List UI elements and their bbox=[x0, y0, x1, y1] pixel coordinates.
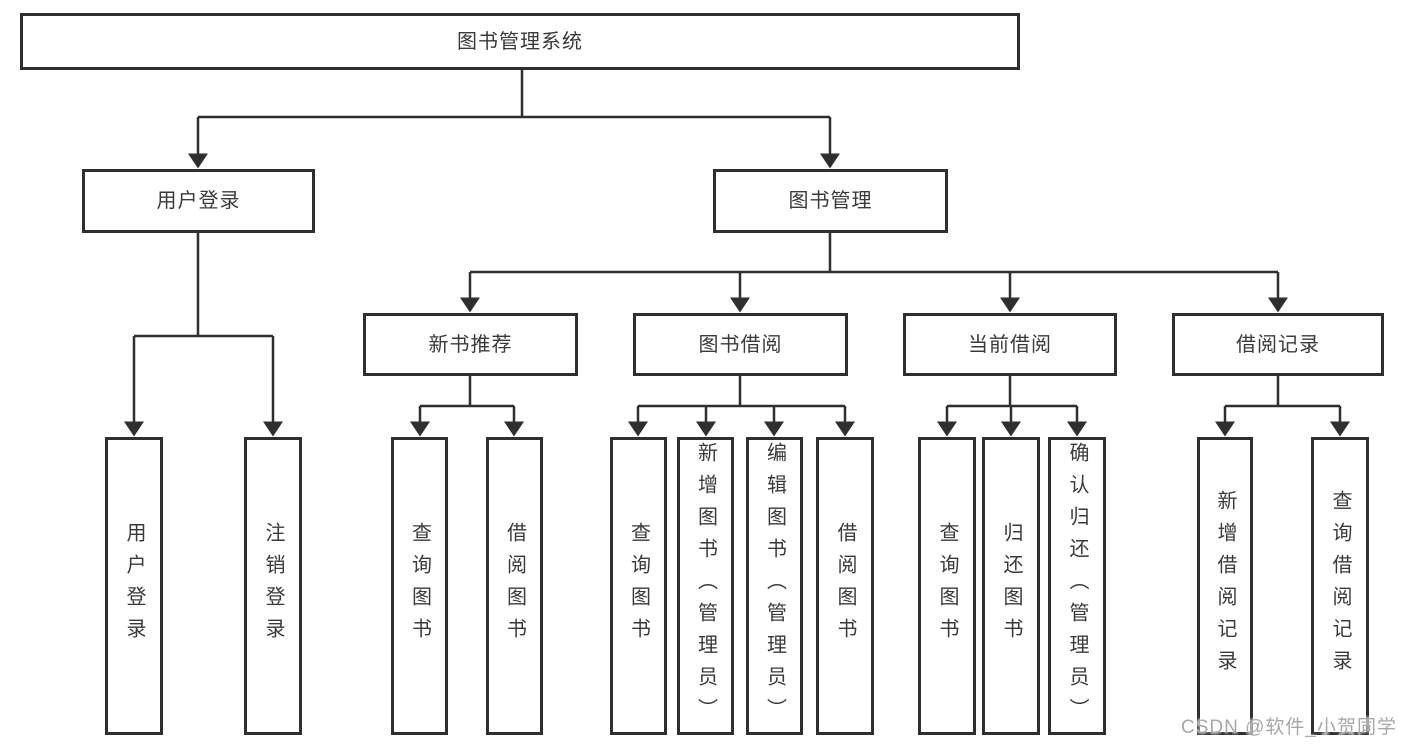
leaf-edit-books: 编辑图书（管理员） bbox=[746, 437, 803, 735]
leaf-query-books-1: 查询图书 bbox=[391, 437, 448, 735]
leaf-query-books-3: 查询图书 bbox=[918, 437, 976, 735]
leaf-return-books: 归还图书 bbox=[982, 437, 1040, 735]
node-new-book-recommend-label: 新书推荐 bbox=[428, 333, 513, 356]
node-borrow-records: 借阅记录 bbox=[1172, 313, 1384, 376]
leaf-borrow-books-2-label: 借阅图书 bbox=[834, 522, 856, 650]
node-book-borrow: 图书借阅 bbox=[633, 313, 848, 376]
leaf-confirm-return: 确认归还（管理员） bbox=[1048, 437, 1106, 735]
connector-book-borrow-trunk bbox=[638, 376, 845, 408]
leaf-add-books-label: 新增图书（管理员） bbox=[694, 442, 717, 730]
leaf-confirm-return-label: 确认归还（管理员） bbox=[1066, 442, 1088, 730]
node-root-label: 图书管理系统 bbox=[457, 30, 583, 53]
connector-user-login-trunk bbox=[134, 233, 273, 338]
connector-new-book-recommend-trunk bbox=[420, 376, 514, 408]
leaf-query-books-1-label: 查询图书 bbox=[408, 522, 431, 650]
node-current-borrow-label: 当前借阅 bbox=[968, 333, 1052, 356]
leaf-borrow-books-1-label: 借阅图书 bbox=[503, 522, 526, 650]
connector-root-trunk bbox=[198, 70, 830, 119]
connector-book-management-trunk bbox=[470, 233, 1278, 274]
node-root: 图书管理系统 bbox=[20, 13, 1020, 70]
node-book-management: 图书管理 bbox=[713, 169, 948, 233]
leaf-add-borrow-record: 新增借阅记录 bbox=[1197, 437, 1253, 735]
node-new-book-recommend: 新书推荐 bbox=[363, 313, 578, 376]
leaf-edit-books-label: 编辑图书（管理员） bbox=[763, 442, 786, 730]
node-book-management-label: 图书管理 bbox=[788, 190, 873, 212]
leaf-user-login-label: 用户登录 bbox=[123, 522, 145, 650]
leaf-query-borrow-record-label: 查询借阅记录 bbox=[1329, 490, 1351, 682]
leaf-query-borrow-record: 查询借阅记录 bbox=[1311, 437, 1369, 735]
leaf-query-books-2: 查询图书 bbox=[610, 437, 667, 735]
node-user-login: 用户登录 bbox=[82, 169, 315, 233]
leaf-borrow-books-2: 借阅图书 bbox=[816, 437, 874, 735]
leaf-logout-label: 注销登录 bbox=[262, 522, 284, 650]
connector-current-borrow-trunk bbox=[947, 376, 1077, 408]
connector-borrow-records-trunk bbox=[1225, 376, 1340, 408]
node-current-borrow: 当前借阅 bbox=[903, 313, 1117, 376]
node-user-login-label: 用户登录 bbox=[156, 190, 241, 212]
node-borrow-records-label: 借阅记录 bbox=[1236, 333, 1320, 356]
node-book-borrow-label: 图书借阅 bbox=[698, 333, 783, 356]
leaf-return-books-label: 归还图书 bbox=[1000, 522, 1022, 650]
leaf-user-login: 用户登录 bbox=[105, 437, 163, 735]
leaf-logout: 注销登录 bbox=[244, 437, 302, 735]
leaf-query-books-2-label: 查询图书 bbox=[627, 522, 650, 650]
leaf-add-books: 新增图书（管理员） bbox=[677, 437, 734, 735]
watermark: CSDN @软件_小贺同学 bbox=[1181, 717, 1397, 738]
leaf-add-borrow-record-label: 新增借阅记录 bbox=[1214, 490, 1236, 682]
leaf-borrow-books-1: 借阅图书 bbox=[486, 437, 543, 735]
leaf-query-books-3-label: 查询图书 bbox=[936, 522, 958, 650]
